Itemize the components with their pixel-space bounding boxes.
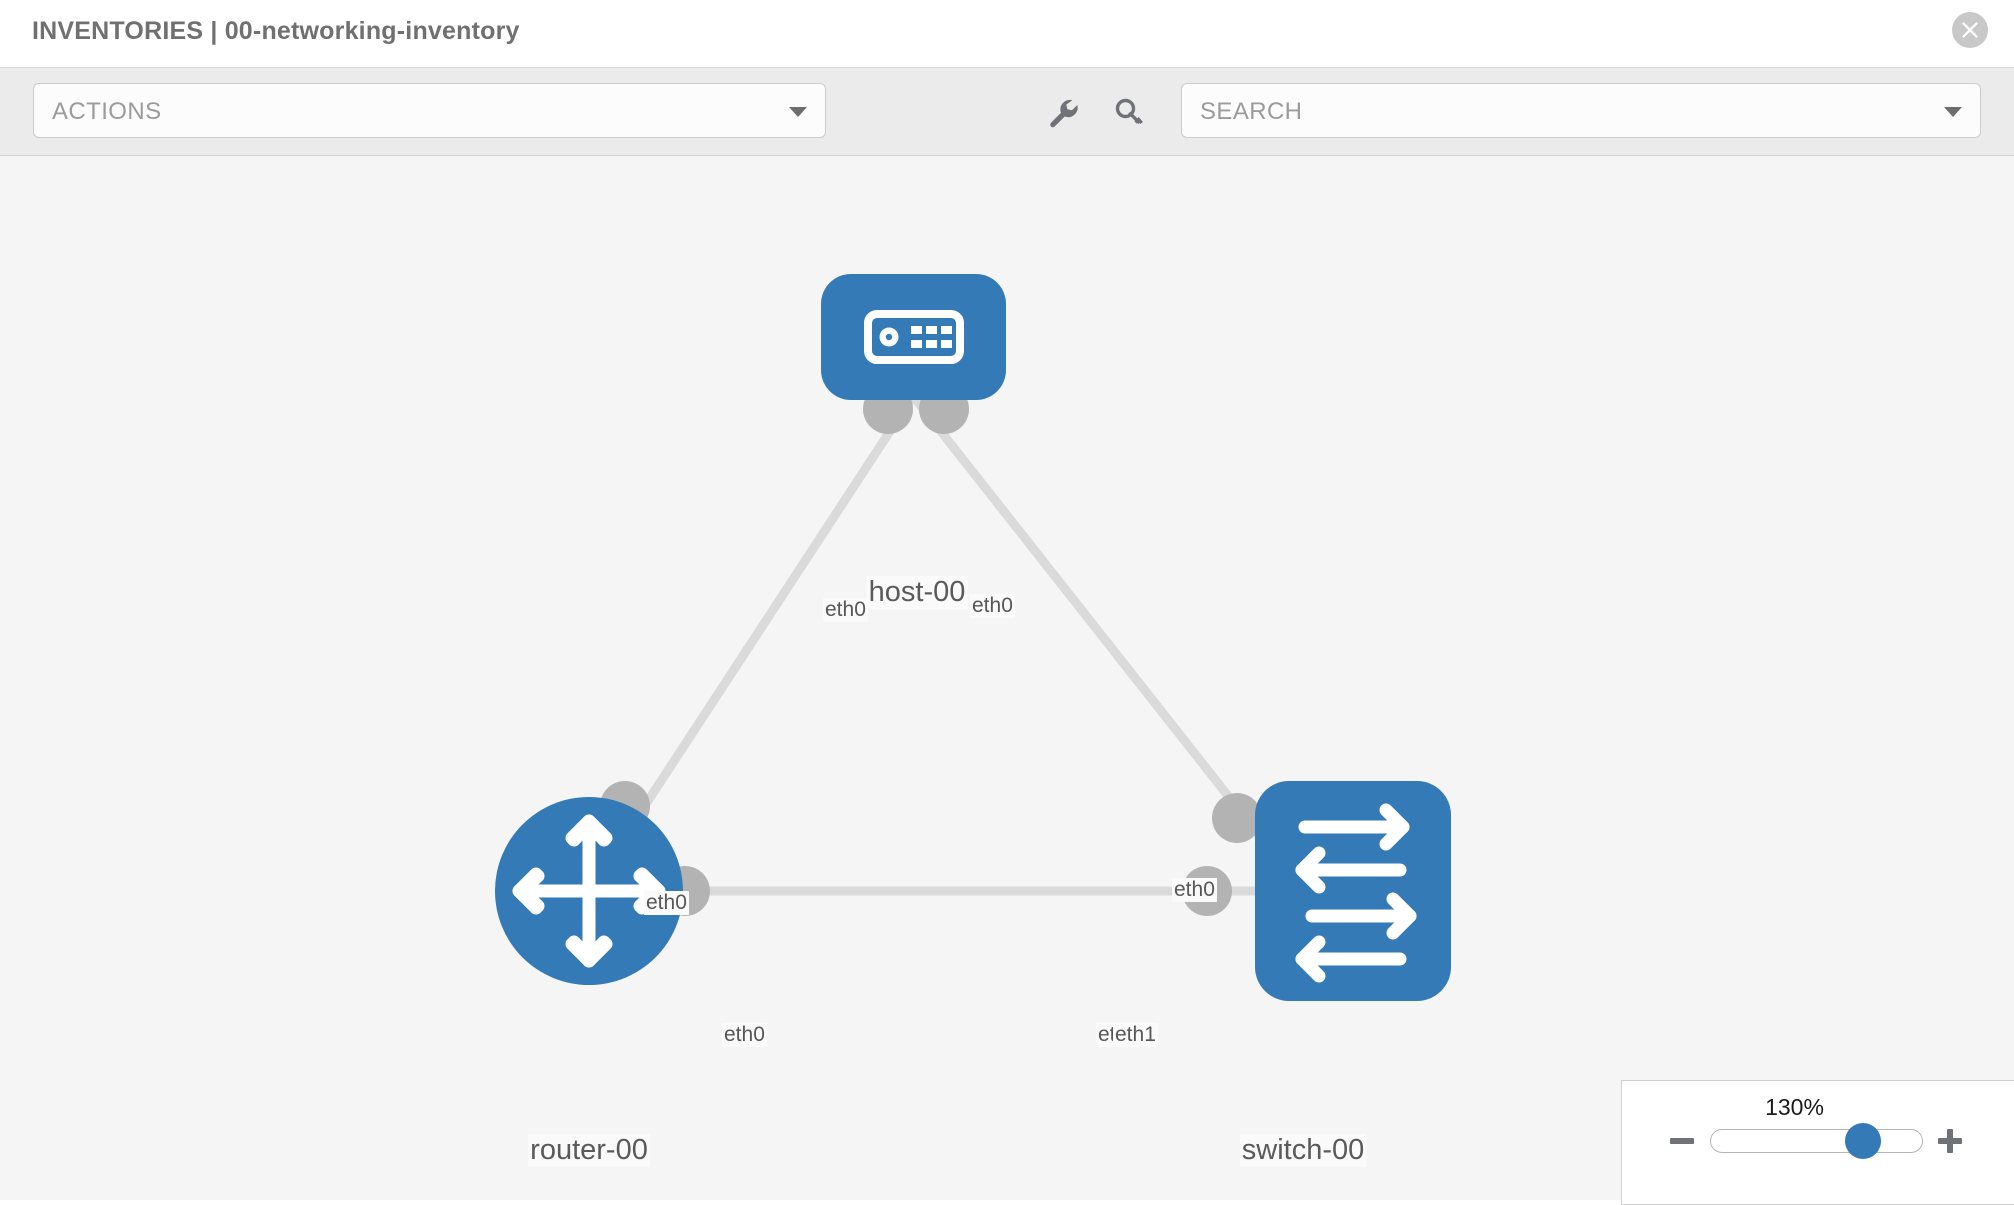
node-switch-00[interactable]	[1255, 781, 1451, 1001]
search-placeholder: SEARCH	[1200, 98, 1303, 125]
topology-canvas[interactable]: host-00 router-00 switch-00 eth0 eth0 et…	[0, 156, 2014, 1200]
minus-icon[interactable]	[1667, 1126, 1697, 1156]
close-icon[interactable]	[1952, 12, 1988, 48]
iface-label-router-up: eth0	[644, 891, 689, 915]
zoom-slider-track[interactable]	[1710, 1129, 1923, 1153]
iface-label-router-right: eth0	[722, 1023, 767, 1047]
switch-arrows-icon	[1295, 803, 1417, 983]
zoom-level-value: 130%	[1765, 1094, 1824, 1120]
wrench-icon[interactable]	[1046, 96, 1080, 130]
search-input[interactable]: SEARCH	[1181, 83, 1981, 138]
iface-label-switch-up: eth0	[1172, 878, 1217, 902]
node-label-switch: switch-00	[1239, 1134, 1367, 1167]
iface-label-host-right: eth0	[970, 594, 1015, 618]
iface-label-host-left: eth0	[823, 598, 868, 622]
zoom-slider-thumb[interactable]	[1845, 1123, 1881, 1159]
topology-endpoints	[600, 384, 1262, 916]
node-host-00[interactable]	[821, 274, 1006, 400]
zoom-control-panel: 130%	[1621, 1080, 2014, 1205]
server-icon	[864, 310, 964, 364]
plus-icon[interactable]	[1935, 1126, 1965, 1156]
chevron-down-icon[interactable]	[1944, 107, 1962, 117]
node-label-host: host-00	[866, 576, 968, 609]
toolbar: ACTIONS SEARCH	[0, 68, 2014, 156]
endpoint-switch-up	[1212, 793, 1262, 843]
iface-label-switch-left-b: eth1	[1113, 1023, 1158, 1047]
node-label-router: router-00	[528, 1134, 650, 1167]
actions-dropdown[interactable]: ACTIONS	[33, 83, 826, 138]
key-icon[interactable]	[1113, 96, 1147, 130]
page-title: INVENTORIES | 00-networking-inventory	[32, 17, 520, 45]
topology-graph	[495, 274, 1451, 1001]
topology-links	[585, 393, 1307, 896]
title-bar: INVENTORIES | 00-networking-inventory	[0, 0, 2014, 68]
actions-dropdown-label: ACTIONS	[52, 98, 162, 125]
chevron-down-icon	[789, 107, 807, 117]
